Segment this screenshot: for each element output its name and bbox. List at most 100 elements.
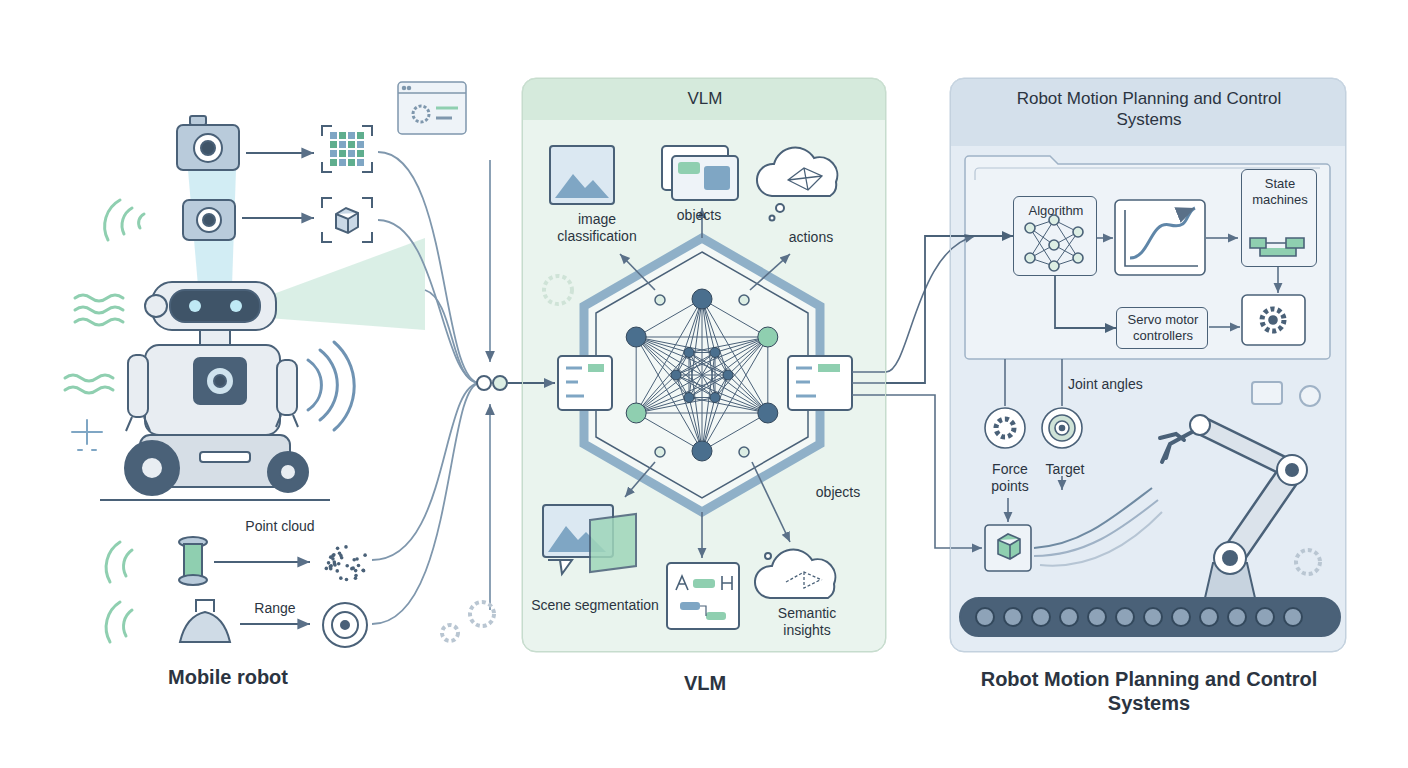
panel-caption: VLM [523, 671, 887, 695]
mobile-robot-part [145, 295, 167, 317]
robot-arm-part [1300, 386, 1320, 406]
node-label: Scene segmentation [531, 597, 659, 614]
control-panel-ground-part [965, 156, 1330, 359]
vlm-network-part [626, 289, 778, 461]
vlm-network-part-part [689, 352, 728, 375]
lidar-and-range-icons-part-part [345, 578, 349, 582]
grid-and-cube-icons-part [336, 208, 358, 233]
text-holder: Semantic insights [753, 605, 861, 639]
text-holder: image classification [541, 211, 653, 245]
lidar-and-range-icons-part-part [352, 558, 356, 562]
vlm-icons-part [788, 168, 822, 190]
grid-and-cube-icons-part-part [348, 141, 355, 148]
text-holder: Joint angles [1068, 376, 1178, 393]
mobile-robot-part [126, 417, 150, 431]
control-blocks-part-part [1209, 326, 1240, 328]
vlm-network-part-part [689, 397, 715, 398]
vlm-network-part-part [702, 352, 715, 451]
control-blocks-part [1125, 210, 1198, 266]
robot-arm-part [1286, 464, 1298, 476]
robot-arm-part [1223, 551, 1237, 565]
mobile-robot-part [100, 499, 330, 501]
panel-caption: Robot Motion Planning and Control System… [971, 667, 1327, 716]
mobile-robot-part [152, 282, 276, 330]
vlm-network-part-part [701, 512, 703, 558]
annotation-label: Range [245, 600, 305, 617]
input-fan-in-part [477, 376, 491, 390]
mobile-robot-part [128, 355, 148, 417]
vlm-network-part-part [636, 398, 689, 413]
vlm-icons-part [676, 576, 732, 590]
grid-and-cube-icons-part-part [348, 159, 355, 166]
vlm-icons-part [776, 204, 784, 212]
vlm-network-part-part [689, 337, 768, 398]
control-blocks-part-part [1025, 253, 1035, 263]
robot-arm-part-part [1200, 608, 1218, 626]
icon-node: Force points [979, 405, 1041, 499]
control-blocks [985, 200, 1305, 571]
grid-and-cube-icons [322, 126, 372, 242]
vlm-network-part-part [715, 352, 716, 397]
robot-arm-part-part [1256, 608, 1274, 626]
icon-node: actions [759, 141, 863, 249]
mobile-robot-part [188, 170, 236, 286]
vlm-network-part-part [689, 352, 715, 397]
grid-and-cube-icons-part-part [339, 132, 346, 139]
control-blocks-part [985, 525, 1031, 571]
mobile-robot-part [145, 345, 280, 435]
vlm-network [558, 208, 982, 558]
vlm-network-part-part [636, 337, 689, 398]
control-blocks-part [1025, 215, 1083, 271]
vlm-icons-part [755, 550, 835, 598]
control-blocks-part-part [1054, 220, 1078, 258]
lidar-and-range-icons-part [323, 603, 367, 647]
vlm-network-part-part [636, 337, 768, 338]
grid-and-cube-icons-part [330, 132, 364, 166]
grid-and-cube-icons-part-part [357, 159, 364, 166]
browser-icon-part [408, 87, 411, 90]
lidar-and-range-icons-part-part [333, 560, 337, 564]
lidar-and-range-icons-part-part [329, 564, 333, 568]
robot-arm-part [1200, 425, 1292, 470]
camera-icons-part [203, 214, 215, 226]
vlm-network-part-part [852, 394, 886, 396]
vlm-network-part-part [710, 347, 720, 357]
vlm-network-part-part [636, 337, 689, 352]
vlm-icons-part [550, 146, 614, 204]
lidar-and-range-icons-part-part [337, 562, 341, 566]
lidar-and-range-icons-part-part [344, 545, 348, 549]
robot-arm-part [1214, 542, 1246, 574]
camera-icons-part [201, 141, 215, 155]
process-box: Algorithm [1013, 196, 1097, 276]
node-label: Force points [979, 461, 1041, 495]
vlm-network-part-part [752, 462, 790, 542]
control-blocks-part [1262, 309, 1284, 331]
vlm-network-part-part [676, 375, 728, 376]
vlm-network-part-part [636, 375, 728, 413]
grid-and-cube-icons-part-part [330, 159, 337, 166]
input-fan-in-part [372, 383, 480, 560]
control-blocks-part [1115, 200, 1205, 275]
vlm-network-part-part [852, 371, 886, 373]
vlm-icons-part [765, 553, 771, 559]
vlm-icons-part [704, 166, 730, 190]
icon-node: objects [653, 143, 745, 228]
control-blocks-part-part [1061, 476, 1063, 490]
text-holder: Range [245, 600, 305, 617]
icon-node: Semantic insights [753, 547, 861, 643]
vlm-network-part [620, 208, 982, 558]
small-gears-part [442, 625, 458, 641]
grid-and-cube-icons-part-part [339, 150, 346, 157]
lidar-and-range-icons-part-part [338, 551, 342, 555]
annotation-label: Joint angles [1068, 376, 1178, 393]
lidar-and-range-icons-part-part [345, 564, 349, 568]
lidar-and-range-icons-part [332, 612, 358, 638]
text-holder: VLM [523, 89, 887, 110]
node-label: actions [759, 229, 863, 246]
vlm-network-part-part [636, 413, 702, 451]
browser-icon-part [398, 92, 466, 94]
node-label: State machines [1244, 176, 1316, 208]
vlm-network-part-part [636, 337, 715, 398]
signal-waves-part [65, 375, 113, 393]
